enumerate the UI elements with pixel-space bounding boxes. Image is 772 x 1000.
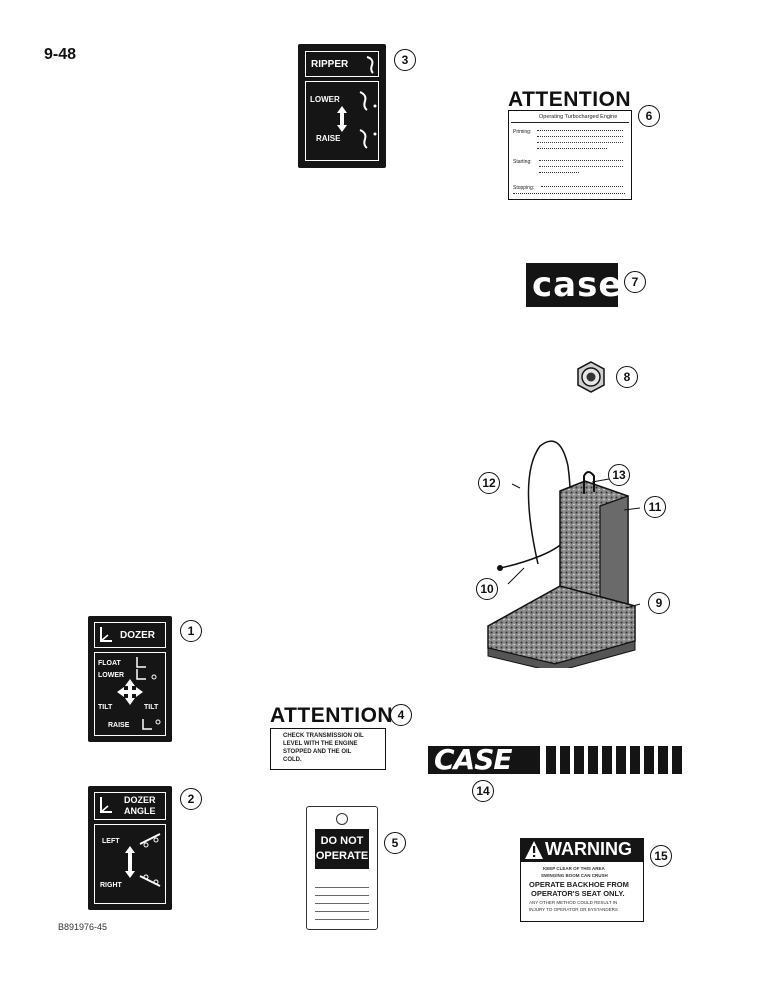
callout-14: 14 bbox=[472, 780, 494, 802]
dozer-raise-icon bbox=[142, 719, 161, 730]
dozer-lower-label: LOWER bbox=[98, 672, 125, 679]
turbo-priming-label: Priming: bbox=[513, 129, 532, 135]
transmission-line-3: STOPPED AND THE OIL bbox=[283, 749, 352, 755]
callout-6: 6 bbox=[638, 105, 660, 127]
warning-title: WARNING bbox=[545, 839, 632, 859]
callout-8: 8 bbox=[616, 366, 638, 388]
tag-line-2: OPERATE bbox=[315, 850, 369, 862]
case-logo-small: case bbox=[526, 263, 621, 307]
dozer-angle-title-1: DOZER bbox=[124, 795, 156, 805]
callout-10: 10 bbox=[476, 578, 498, 600]
dozer-angle-arrow-icon bbox=[125, 846, 135, 878]
dozer-angle-blade-icon bbox=[100, 797, 112, 813]
dozer-tilt-right-label: TILT bbox=[144, 704, 159, 711]
dozer-angle-title-2: ANGLE bbox=[124, 806, 156, 816]
case-logo-large: CASE bbox=[428, 743, 690, 776]
turbo-decal-title: ATTENTION bbox=[508, 88, 632, 111]
do-not-operate-tag: DO NOT OPERATE bbox=[306, 806, 378, 930]
figure-id: B891976-45 bbox=[58, 922, 108, 932]
ripper-raise-icon bbox=[359, 129, 377, 149]
transmission-decal: CHECK TRANSMISSION OIL LEVEL WITH THE EN… bbox=[270, 728, 386, 770]
turbo-starting-label: Starting: bbox=[513, 159, 532, 165]
warning-decal: KEEP CLEAR OF THIS AREA SWINGING BOOM CA… bbox=[520, 862, 644, 922]
ripper-lower-label: LOWER bbox=[310, 95, 340, 104]
dozer-angle-right-label: RIGHT bbox=[100, 882, 122, 889]
ripper-arrow-icon bbox=[337, 106, 347, 132]
dozer-raise-label: RAISE bbox=[108, 722, 130, 729]
callout-11: 11 bbox=[644, 496, 666, 518]
callout-3: 3 bbox=[394, 49, 416, 71]
dozer-title: DOZER bbox=[120, 630, 155, 641]
dozer-decal: DOZER FLOAT LOWER TILT TILT RAISE bbox=[88, 616, 172, 742]
warning-line-4: OPERATOR'S SEAT ONLY. bbox=[531, 889, 625, 898]
warning-line-6: INJURY TO OPERATOR OR BYSTANDERS bbox=[529, 907, 618, 912]
callout-2: 2 bbox=[180, 788, 202, 810]
warning-line-3: OPERATE BACKHOE FROM bbox=[529, 880, 629, 889]
callout-12: 12 bbox=[478, 472, 500, 494]
warning-decal-header: WARNING bbox=[520, 838, 644, 862]
warning-line-1: KEEP CLEAR OF THIS AREA bbox=[543, 866, 605, 871]
warning-line-5: ANY OTHER METHOD COULD RESULT IN bbox=[529, 900, 618, 905]
warning-line-2: SWINGING BOOM CAN CRUSH bbox=[541, 873, 608, 878]
ripper-raise-label: RAISE bbox=[316, 134, 341, 143]
turbo-decal: Operating Turbocharged Engine Priming: S… bbox=[508, 110, 632, 200]
case-logo-large-text: CASE bbox=[434, 743, 513, 776]
callout-13: 13 bbox=[608, 464, 630, 486]
transmission-line-2: LEVEL WITH THE ENGINE bbox=[283, 741, 358, 747]
callout-15: 15 bbox=[650, 845, 672, 867]
dozer-float-label: FLOAT bbox=[98, 660, 121, 667]
tag-line-1: DO NOT bbox=[320, 835, 364, 847]
dozer-angle-decal: DOZER ANGLE LEFT RIGHT bbox=[88, 786, 172, 910]
ripper-lower-icon bbox=[359, 91, 377, 111]
callout-4: 4 bbox=[390, 704, 412, 726]
case-logo-small-text: case bbox=[532, 265, 623, 305]
ripper-title: RIPPER bbox=[311, 59, 349, 70]
dozer-angle-right-icon bbox=[139, 874, 161, 887]
transmission-line-1: CHECK TRANSMISSION OIL bbox=[283, 733, 364, 739]
callout-9: 9 bbox=[648, 592, 670, 614]
turbo-stopping-label: Stopping: bbox=[513, 185, 535, 191]
page-number: 9-48 bbox=[44, 46, 77, 63]
callout-1: 1 bbox=[180, 620, 202, 642]
dozer-angle-left-icon bbox=[139, 833, 161, 848]
dozer-cross-arrow-icon bbox=[117, 679, 143, 705]
turbo-decal-subtitle: Operating Turbocharged Engine bbox=[539, 114, 618, 120]
transmission-line-4: COLD. bbox=[283, 757, 302, 763]
dozer-lower-icon bbox=[136, 669, 157, 680]
ripper-tooth-icon bbox=[366, 56, 374, 74]
dozer-float-icon bbox=[136, 657, 146, 668]
callout-7: 7 bbox=[624, 271, 646, 293]
dozer-blade-icon bbox=[100, 627, 112, 642]
nut-icon bbox=[577, 361, 605, 393]
transmission-decal-title: ATTENTION bbox=[270, 704, 394, 727]
dozer-angle-left-label: LEFT bbox=[102, 838, 120, 845]
warning-triangle-icon bbox=[525, 841, 543, 859]
ripper-decal: RIPPER LOWER RAISE bbox=[298, 44, 386, 168]
callout-5: 5 bbox=[384, 832, 406, 854]
dozer-tilt-left-label: TILT bbox=[98, 704, 113, 711]
seat-assembly-drawing bbox=[487, 440, 641, 668]
